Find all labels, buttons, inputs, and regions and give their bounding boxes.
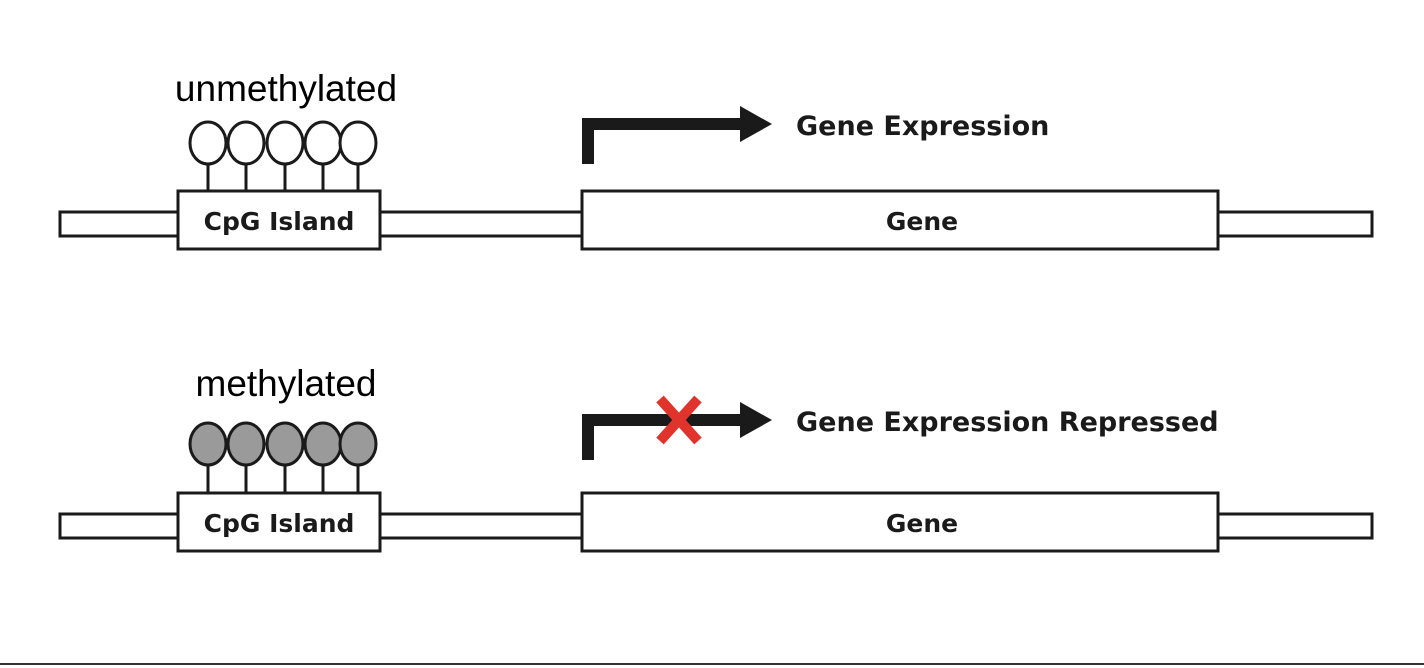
cpg-site-circle xyxy=(338,421,378,467)
cpg-site-circle xyxy=(303,421,343,467)
dna-strand-right xyxy=(1216,512,1374,540)
cpg-site-circle xyxy=(188,421,228,467)
dna-strand-left xyxy=(58,512,182,540)
transcription-arrow xyxy=(582,402,772,460)
gene-expression-repressed-label: Gene Expression Repressed xyxy=(796,407,1219,438)
gene-box xyxy=(580,189,1220,251)
cpg-island-box xyxy=(176,189,382,251)
cpg-island-label: CpG Island xyxy=(204,207,355,236)
blocked-x-icon xyxy=(656,395,702,445)
dna-strand-middle xyxy=(378,210,584,238)
dna-strand-middle xyxy=(378,512,584,540)
cpg-site-circle xyxy=(226,421,266,467)
cpg-island-box xyxy=(176,491,382,553)
bottom-panel: methylated CpG Island Gene Gene Expressi… xyxy=(58,363,1374,553)
gene-label: Gene xyxy=(886,509,958,538)
top-panel: unmethylated CpG Island Gene Gene Expres… xyxy=(58,68,1374,251)
cpg-site-circle xyxy=(265,120,305,166)
cpg-site-circle xyxy=(188,120,228,166)
methylated-label: methylated xyxy=(196,363,377,404)
cpg-site-circle xyxy=(226,120,266,166)
cpg-site-circle xyxy=(338,120,378,166)
dna-strand-right xyxy=(1216,210,1374,238)
transcription-arrow xyxy=(582,106,772,164)
cpg-lollipops-unmethylated xyxy=(188,120,378,192)
gene-label: Gene xyxy=(886,207,958,236)
cpg-island-label: CpG Island xyxy=(204,509,355,538)
unmethylated-label: unmethylated xyxy=(175,68,397,109)
cpg-site-circle xyxy=(303,120,343,166)
cpg-lollipops-methylated xyxy=(188,421,378,494)
gene-expression-label: Gene Expression xyxy=(796,111,1049,142)
cpg-site-circle xyxy=(265,421,305,467)
gene-box xyxy=(580,491,1220,553)
dna-strand-left xyxy=(58,210,182,238)
